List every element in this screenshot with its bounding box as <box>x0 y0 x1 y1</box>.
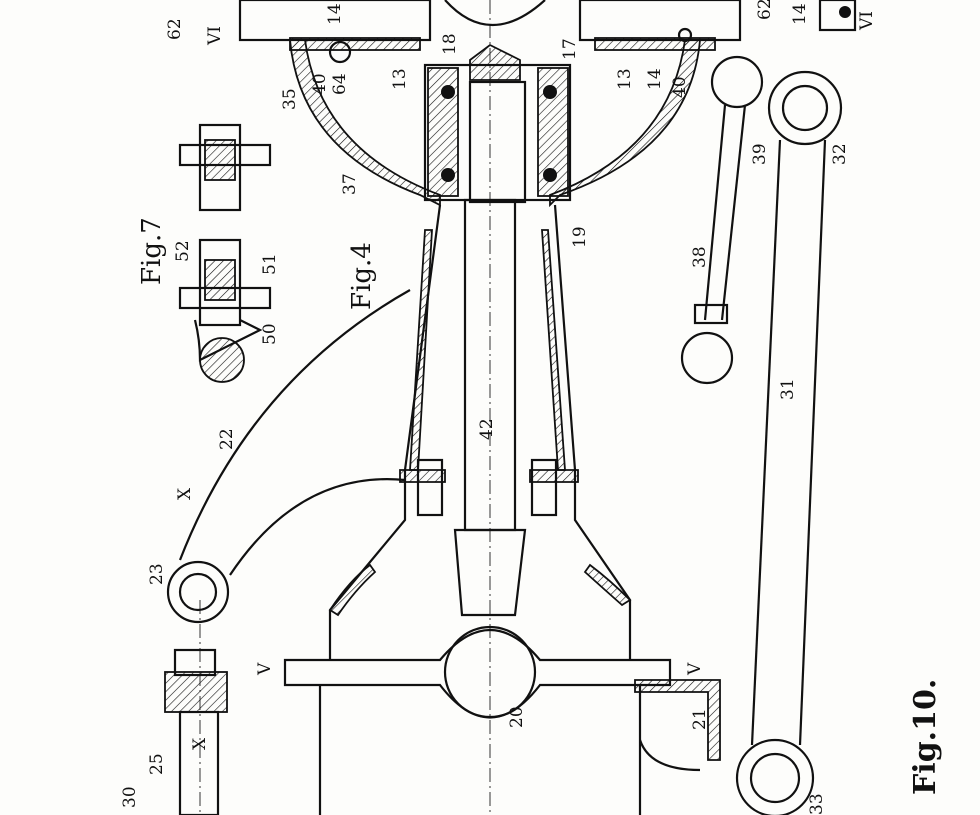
section-mark: V <box>255 662 275 676</box>
ref-numeral: 32 <box>830 143 850 165</box>
ref-numeral: 33 <box>807 793 827 815</box>
ref-numeral: 23 <box>147 563 167 585</box>
labels: VI VI V V X X Fig.7 Fig.4 Fig.10. 62 14 … <box>120 0 943 815</box>
arm-22 <box>166 289 411 624</box>
ref-numeral: 31 <box>778 378 798 400</box>
ref-numeral: 40 <box>670 76 690 98</box>
ref-numeral: 50 <box>260 323 280 345</box>
section-mark: VI <box>857 11 877 31</box>
ref-numeral: 64 <box>330 73 350 95</box>
ref-numeral: 21 <box>690 708 710 730</box>
ref-numeral: 40 <box>310 73 330 95</box>
figure-label: Fig.10. <box>908 679 943 795</box>
lever-31 <box>735 70 843 815</box>
ref-numeral: 18 <box>440 33 460 55</box>
tube-casing <box>328 198 632 660</box>
ref-numeral: 39 <box>750 143 770 165</box>
figure-label: Fig.4 <box>347 242 377 310</box>
ref-numeral: 14 <box>645 68 665 90</box>
ref-numeral: 22 <box>217 428 237 450</box>
fig7-detail <box>178 123 272 383</box>
ref-numeral: 13 <box>615 68 635 90</box>
section-mark: VI <box>205 26 225 46</box>
ref-numeral: 17 <box>560 38 580 60</box>
ref-numeral: 35 <box>280 88 300 110</box>
ref-numeral: 42 <box>477 418 497 440</box>
ref-numeral: 14 <box>790 3 810 25</box>
ref-numeral: 14 <box>325 3 345 25</box>
section-mark: X <box>190 737 210 750</box>
link-25 <box>164 648 228 815</box>
gear-housing <box>238 0 857 208</box>
figure-label: Fig.7 <box>137 217 167 285</box>
ref-numeral: 62 <box>755 0 775 20</box>
bearing-assembly <box>423 63 572 204</box>
ref-numeral: 38 <box>690 246 710 268</box>
section-mark: X <box>175 487 195 500</box>
ref-numeral: 51 <box>260 253 280 275</box>
ref-numeral: 19 <box>570 226 590 248</box>
ref-numeral: 37 <box>340 173 360 195</box>
ref-numeral: 13 <box>390 68 410 90</box>
ref-numeral: 20 <box>507 706 527 728</box>
ref-numeral: 25 <box>147 753 167 775</box>
ref-numeral: 30 <box>120 786 140 808</box>
rod-38 <box>680 55 764 385</box>
ref-numeral: 62 <box>165 18 185 40</box>
flange-body <box>283 625 721 815</box>
section-mark: V <box>685 662 705 676</box>
ref-numeral: 52 <box>173 240 193 262</box>
